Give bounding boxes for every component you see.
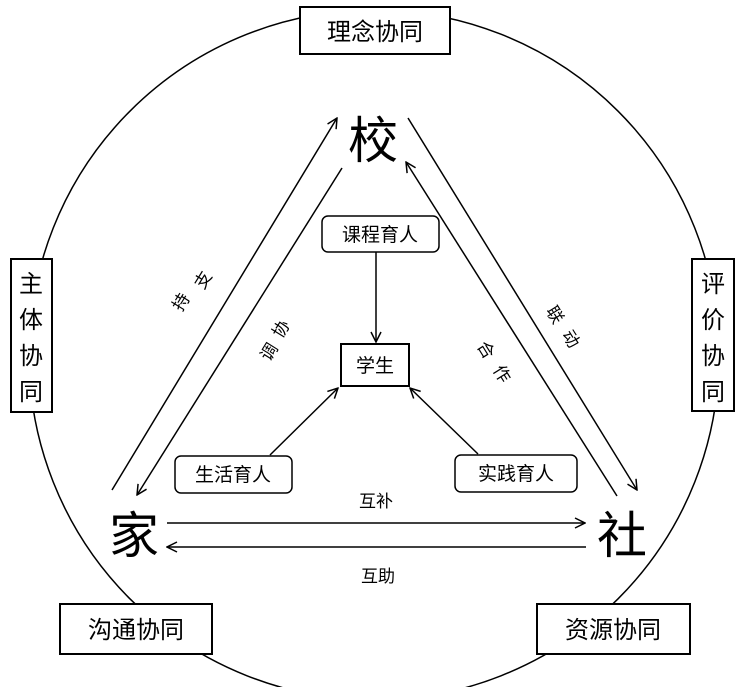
box-left-char-1: 主 <box>19 270 43 298</box>
label-coordinate-1: 协 <box>269 317 295 342</box>
box-practice-label: 实践育人 <box>478 463 554 485</box>
label-link-1: 联 <box>541 303 567 328</box>
label-link-2: 动 <box>557 327 583 352</box>
box-student: 学生 <box>340 343 410 387</box>
box-bottom-right-resource: 资源协同 <box>536 603 691 655</box>
box-right-char-1: 评 <box>701 270 725 298</box>
box-bottom-left-communication: 沟通协同 <box>59 603 213 655</box>
arrow-practice-to-student <box>410 388 479 455</box>
label-support-1: 支 <box>191 268 217 293</box>
box-bottom-left-label: 沟通协同 <box>88 616 184 644</box>
box-course: 课程育人 <box>321 215 440 253</box>
arrow-life-to-student <box>269 388 338 456</box>
box-practice: 实践育人 <box>454 454 578 493</box>
box-left-char-3: 协 <box>19 342 43 370</box>
box-life: 生活育人 <box>174 455 293 494</box>
box-bottom-right-label: 资源协同 <box>565 616 661 644</box>
arrow-family-to-school <box>111 118 337 491</box>
box-right-char-3: 协 <box>701 342 725 370</box>
arrow-school-to-family <box>137 167 343 495</box>
node-school: 校 <box>348 112 398 170</box>
label-cooperate-2: 作 <box>488 362 514 387</box>
label-cooperate-1: 合 <box>472 338 498 363</box>
box-course-label: 课程育人 <box>342 224 418 246</box>
box-left-char-2: 体 <box>19 306 43 334</box>
box-left-subject: 主 体 协 同 <box>10 258 53 413</box>
arrow-society-to-school <box>406 162 618 497</box>
box-right-evaluation: 评 价 协 同 <box>691 258 735 412</box>
box-life-label: 生活育人 <box>195 464 271 486</box>
node-society: 社 <box>597 507 647 565</box>
box-left-char-4: 同 <box>19 378 43 406</box>
box-student-label: 学生 <box>356 355 394 377</box>
box-top-idea: 理念协同 <box>299 6 451 55</box>
arrow-school-to-society <box>407 117 637 490</box>
label-complement: 互补 <box>359 492 393 512</box>
box-right-char-2: 价 <box>701 306 725 334</box>
node-family: 家 <box>109 507 159 565</box>
label-assist: 互助 <box>361 567 395 587</box>
label-coordinate-2: 调 <box>257 340 283 365</box>
label-support-2: 持 <box>169 290 195 315</box>
box-right-char-4: 同 <box>701 378 725 406</box>
box-top-label: 理念协同 <box>327 18 423 46</box>
